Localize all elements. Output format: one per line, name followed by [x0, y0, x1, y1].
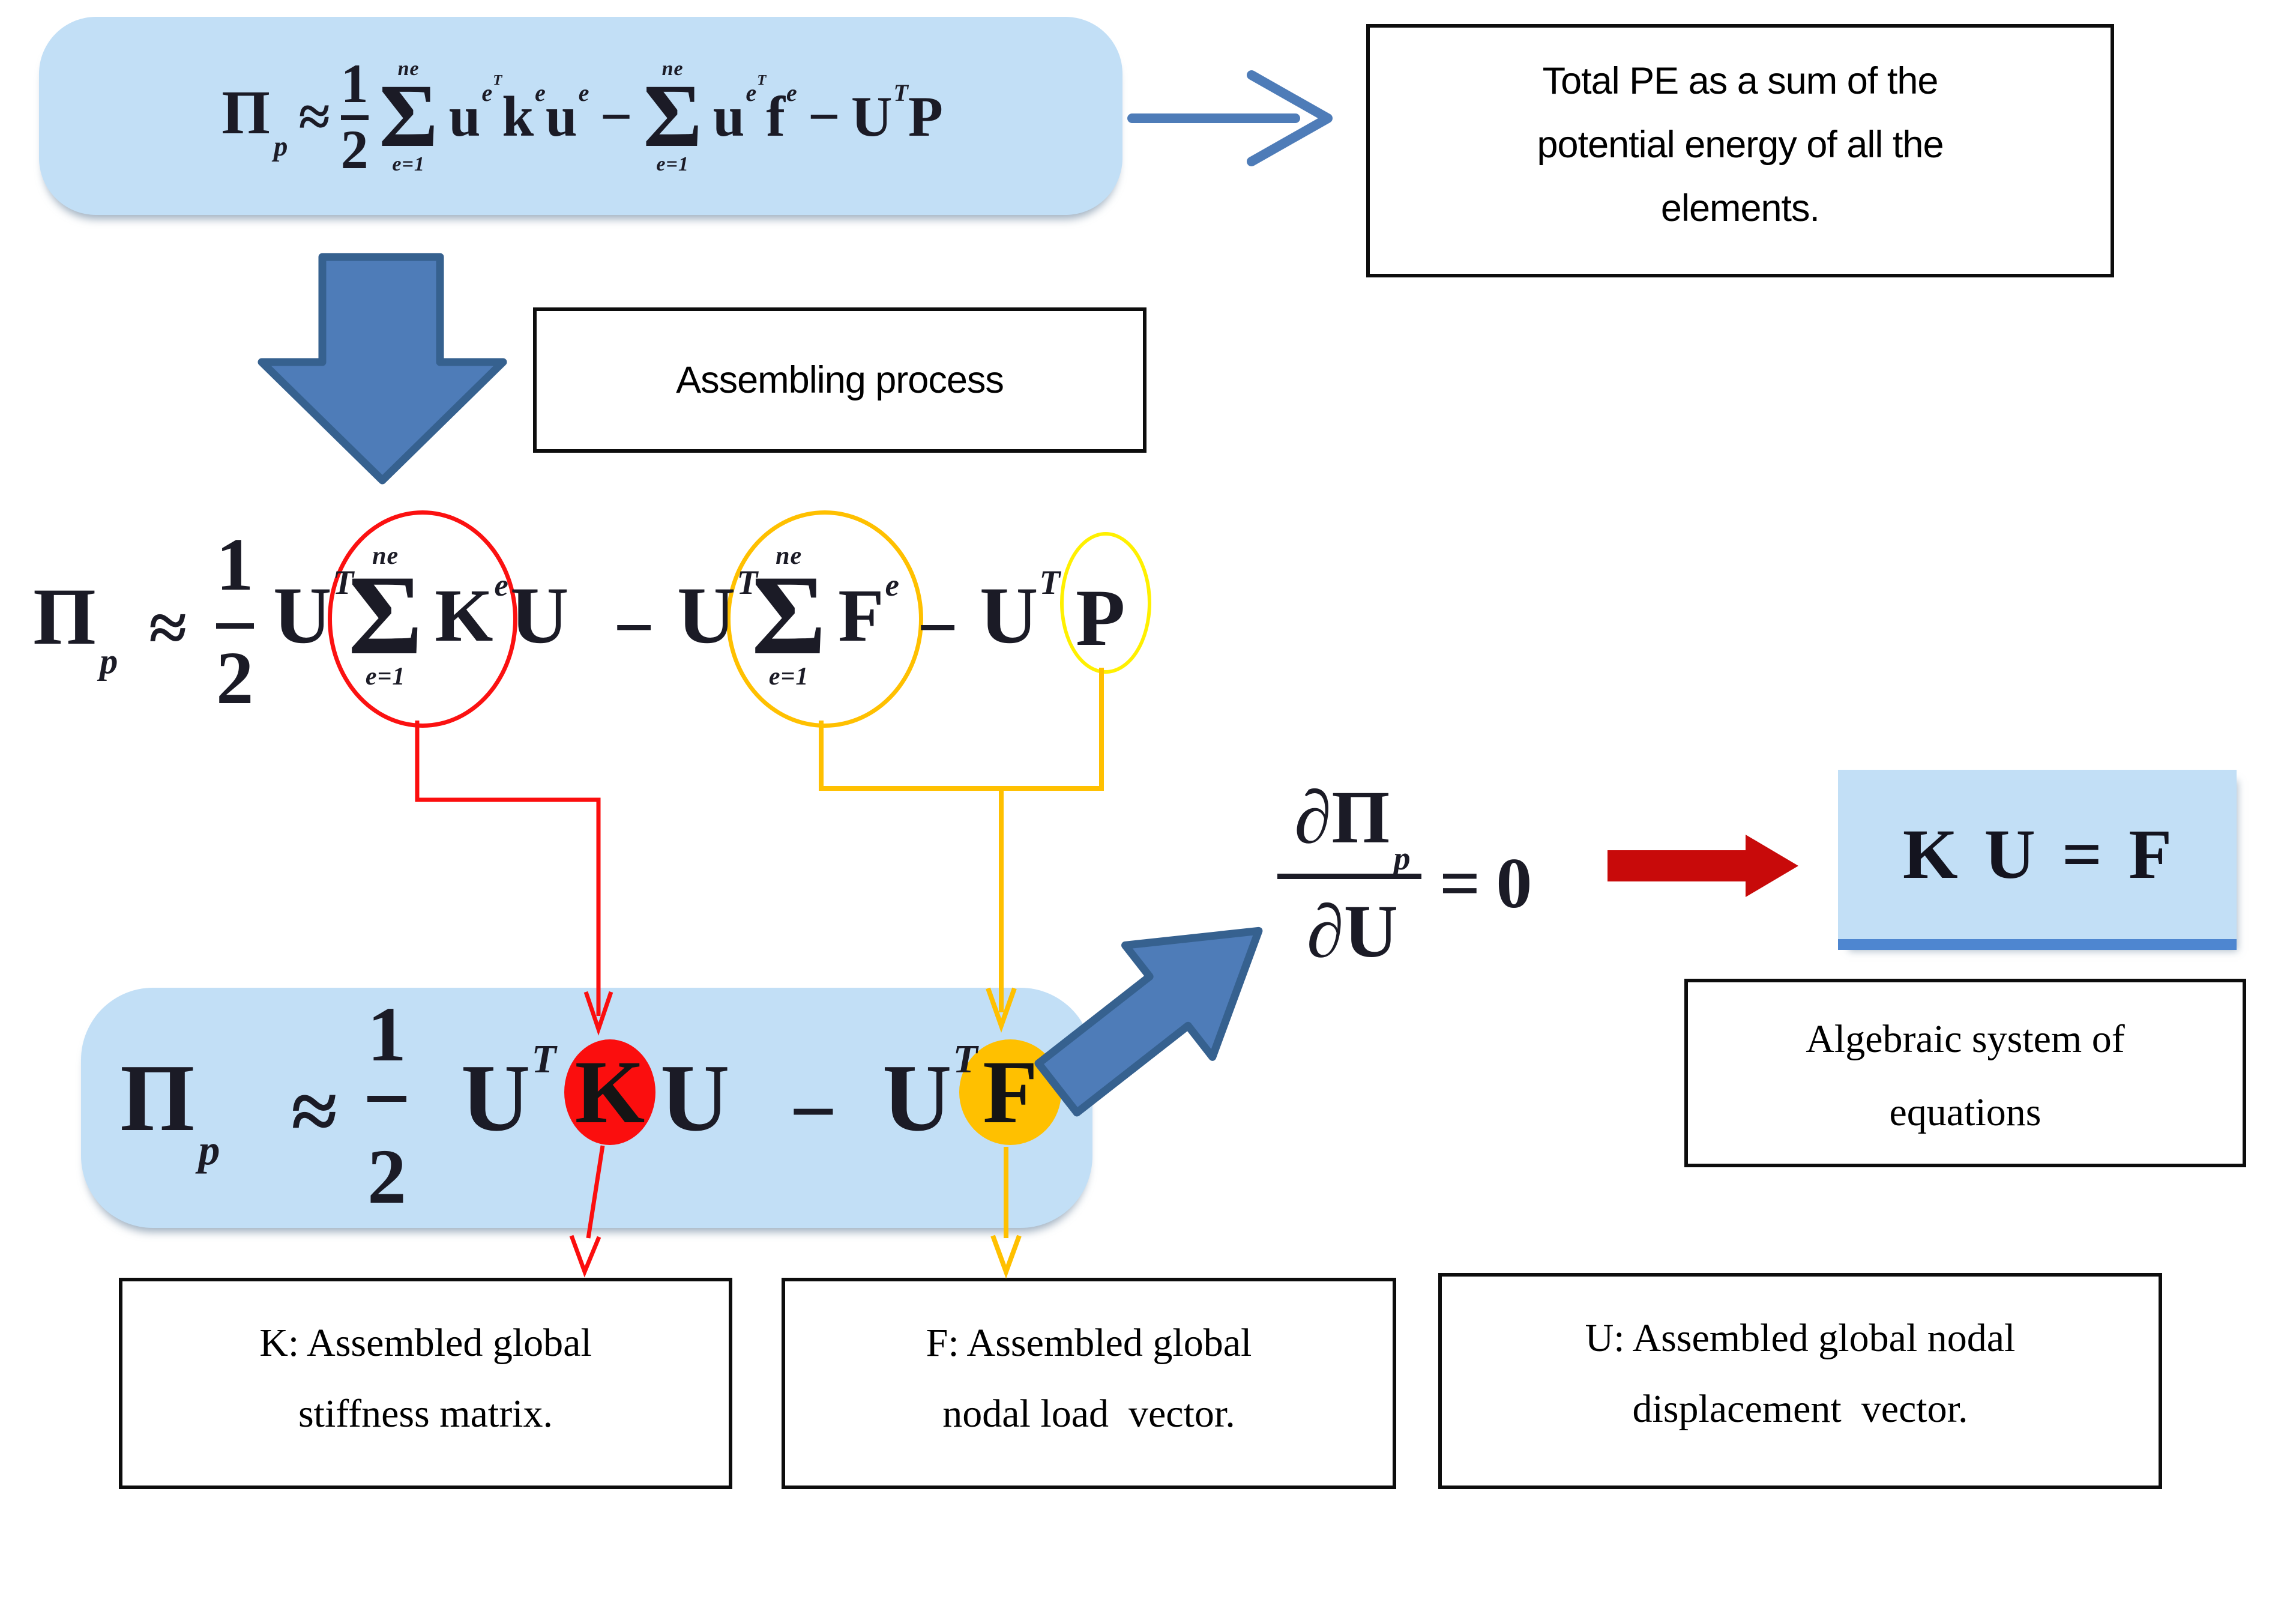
equals-zero: =0 — [1439, 843, 1532, 923]
algebraic-system-box: Algebraic system of equations — [1684, 979, 2246, 1167]
k-definition-box: K: Assembled global stiffness matrix. — [119, 1278, 732, 1489]
discrete-pe-equation-panel — [39, 17, 1122, 215]
approx-symbol: ≈ — [298, 84, 330, 148]
f-vector: F — [2129, 815, 2172, 893]
minus-sign: − — [807, 84, 840, 148]
minus-sign: − — [917, 587, 959, 667]
total-pe-arrow — [1127, 70, 1333, 166]
point-load-term: UTP — [851, 79, 943, 148]
minus-sign: − — [613, 587, 655, 667]
minus-sign: − — [789, 1065, 837, 1158]
f-sum-ellipse — [726, 510, 923, 728]
f-definition-box: F: Assembled global nodal load vector. — [782, 1278, 1396, 1489]
fraction-bar — [367, 1095, 406, 1102]
point-load-vector: P — [1076, 573, 1125, 663]
assembling-process-label: Assembling process — [676, 359, 1004, 401]
definition-line: stiffness matrix. — [298, 1392, 553, 1436]
element-stiffness-term: ueTkeue — [448, 72, 589, 148]
p-ellipse — [1060, 532, 1151, 674]
element-load-term: ueTfe — [713, 72, 797, 148]
u-vector: U — [1984, 815, 2035, 893]
fraction-bar — [216, 623, 254, 629]
k-highlight-circle: K — [564, 1039, 655, 1145]
definition-line: nodal load vector. — [942, 1392, 1235, 1436]
note-line: elements. — [1660, 187, 1820, 229]
kuf-result-panel: K U = F — [1838, 770, 2237, 950]
minus-sign: − — [600, 84, 633, 148]
u-vector: U — [660, 1044, 730, 1151]
assembling-process-box: Assembling process — [533, 307, 1146, 453]
note-line: Algebraic system of — [1806, 1017, 2125, 1061]
definition-line: U: Assembled global nodal — [1585, 1316, 2016, 1360]
pi-p-symbol: Πp — [120, 1044, 220, 1174]
u-vector: U — [510, 571, 569, 660]
approx-symbol: ≈ — [149, 590, 187, 666]
total-pe-note-box: Total PE as a sum of the potential energ… — [1366, 24, 2114, 277]
fraction-bar — [340, 115, 369, 120]
u-transpose: UT — [882, 1036, 978, 1151]
definition-line: K: Assembled global — [259, 1321, 592, 1365]
approx-symbol: ≈ — [291, 1065, 337, 1158]
equals-sign: = — [2061, 815, 2103, 893]
note-line: Total PE as a sum of the — [1542, 60, 1939, 102]
u-transpose: UT — [273, 563, 354, 660]
u-definition-box: U: Assembled global nodal displacement v… — [1438, 1273, 2162, 1489]
note-line: potential energy of all the — [1537, 124, 1944, 166]
u-transpose: UT — [980, 563, 1061, 660]
k-matrix: K — [1902, 815, 1958, 893]
assembling-down-arrow — [258, 253, 507, 485]
fraction-bar — [1277, 874, 1421, 880]
result-right-arrow — [1608, 835, 1798, 897]
note-line: equations — [1889, 1090, 2041, 1134]
pi-p-symbol: Πp — [33, 572, 118, 682]
definition-line: F: Assembled global — [926, 1321, 1252, 1365]
u-transpose: UT — [677, 563, 758, 660]
u-transpose: UT — [461, 1036, 556, 1151]
definition-line: displacement vector. — [1632, 1387, 1968, 1431]
